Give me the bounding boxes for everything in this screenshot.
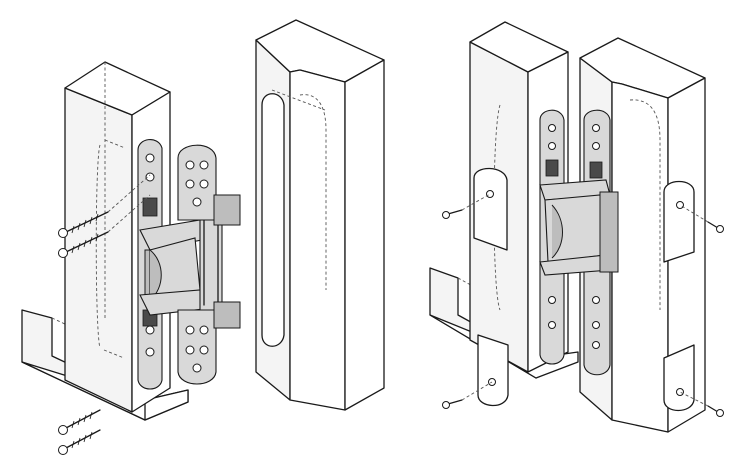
right-panel xyxy=(429,21,724,433)
machine-screws xyxy=(442,193,724,417)
door-leaf xyxy=(255,19,385,411)
concealed-hinge-door-plate xyxy=(177,144,241,385)
wood-screws-lower xyxy=(58,409,101,455)
hinge-installed xyxy=(539,109,619,376)
concealed-hinge-body xyxy=(139,204,223,316)
cover-caps xyxy=(473,167,695,412)
wood-screws-upper xyxy=(58,174,151,258)
left-panel xyxy=(21,19,385,455)
